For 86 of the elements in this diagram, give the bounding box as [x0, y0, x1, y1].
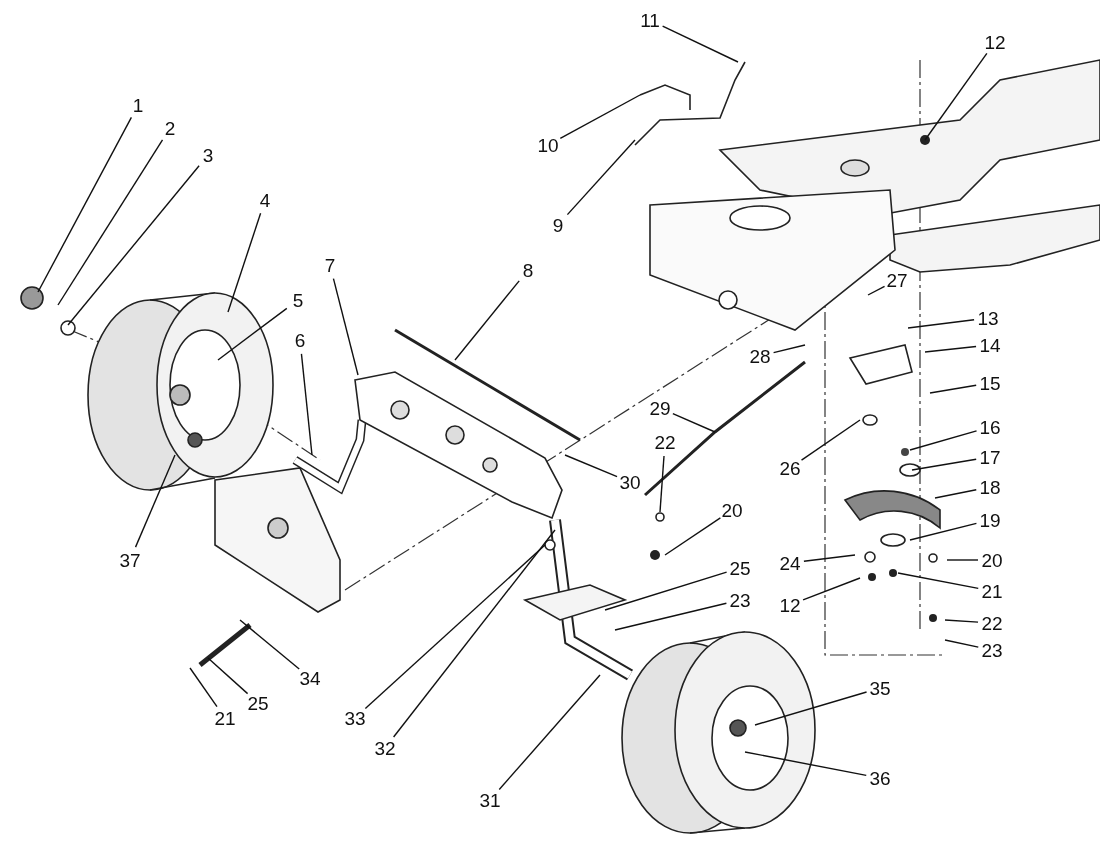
leader-line: [946, 559, 979, 561]
leader-line: [911, 458, 977, 471]
leader-line: [217, 307, 288, 361]
callout-number: 37: [119, 550, 141, 570]
callout-number: 9: [552, 215, 564, 235]
callout-number: 35: [869, 678, 891, 698]
callout-number: 12: [779, 595, 801, 615]
leader-line: [867, 285, 886, 296]
callout-number: 3: [202, 145, 214, 165]
leader-line: [332, 277, 359, 376]
leader-line: [364, 544, 546, 710]
callout-number: 33: [344, 708, 366, 728]
callout-number: 7: [324, 255, 336, 275]
leader-line: [659, 455, 665, 513]
callout-number: 10: [537, 135, 559, 155]
callout-number: 25: [247, 693, 269, 713]
callout-number: 23: [729, 590, 751, 610]
callout-number: 23: [981, 640, 1003, 660]
leader-line: [57, 139, 164, 306]
callout-number: 8: [522, 260, 534, 280]
callout-number: 36: [869, 768, 891, 788]
callout-number: 21: [981, 581, 1003, 601]
leader-line: [907, 319, 975, 329]
callout-number: 21: [214, 708, 236, 728]
callout-number: 15: [979, 373, 1001, 393]
leader-line: [929, 384, 977, 394]
callout-number: 22: [981, 613, 1003, 633]
leader-line: [37, 116, 133, 293]
leader-line: [664, 517, 722, 556]
callout-number: 4: [259, 190, 271, 210]
callout-number: 29: [649, 398, 671, 418]
leader-line: [944, 619, 979, 623]
leader-line: [300, 353, 313, 456]
leader-line: [802, 577, 861, 601]
leader-line: [189, 667, 218, 708]
callout-number: 25: [729, 558, 751, 578]
leader-line: [909, 430, 978, 451]
leader-line: [803, 554, 856, 562]
callout-number: 13: [977, 308, 999, 328]
leader-line: [897, 572, 979, 590]
leader-line: [564, 454, 618, 478]
leader-line: [498, 674, 601, 791]
callout-number: 27: [886, 270, 908, 290]
callout-number: 20: [981, 550, 1003, 570]
callout-number: 34: [299, 668, 321, 688]
callout-number: 31: [479, 790, 501, 810]
leader-line: [454, 280, 520, 361]
leader-line: [924, 52, 988, 141]
callout-number: 28: [749, 346, 771, 366]
leader-line: [134, 454, 176, 548]
callout-number: 20: [721, 500, 743, 520]
callout-number: 19: [979, 510, 1001, 530]
leader-line: [392, 529, 556, 738]
callout-number: 1: [132, 95, 144, 115]
callout-number: 24: [779, 553, 801, 573]
callout-number: 16: [979, 417, 1001, 437]
leader-line: [772, 344, 806, 354]
callout-number: 18: [979, 477, 1001, 497]
leader-line: [559, 94, 641, 139]
leader-line: [207, 657, 249, 695]
callout-number: 11: [640, 10, 660, 30]
leader-line: [604, 571, 728, 611]
callout-number: 6: [294, 330, 306, 350]
callout-number: 26: [779, 458, 801, 478]
callout-number: 32: [374, 738, 396, 758]
leader-line: [239, 619, 300, 670]
leader-line: [944, 639, 979, 648]
leader-line: [800, 419, 861, 461]
callout-number: 12: [984, 32, 1006, 52]
callout-number: 17: [979, 447, 1001, 467]
leader-line: [661, 25, 739, 63]
callout-number: 30: [619, 472, 641, 492]
leader-line: [744, 751, 867, 777]
leader-line: [909, 522, 978, 541]
leader-line: [924, 345, 977, 353]
leader-line: [672, 412, 716, 433]
callout-number: 5: [292, 290, 304, 310]
leader-line: [934, 489, 977, 499]
leader-line: [566, 139, 636, 216]
callout-number: 2: [164, 118, 176, 138]
leader-line: [614, 602, 728, 631]
callout-number: 22: [654, 432, 676, 452]
callout-number: 14: [979, 335, 1001, 355]
leader-line: [754, 691, 868, 726]
leader-line: [227, 212, 262, 313]
leader-line: [67, 165, 200, 326]
